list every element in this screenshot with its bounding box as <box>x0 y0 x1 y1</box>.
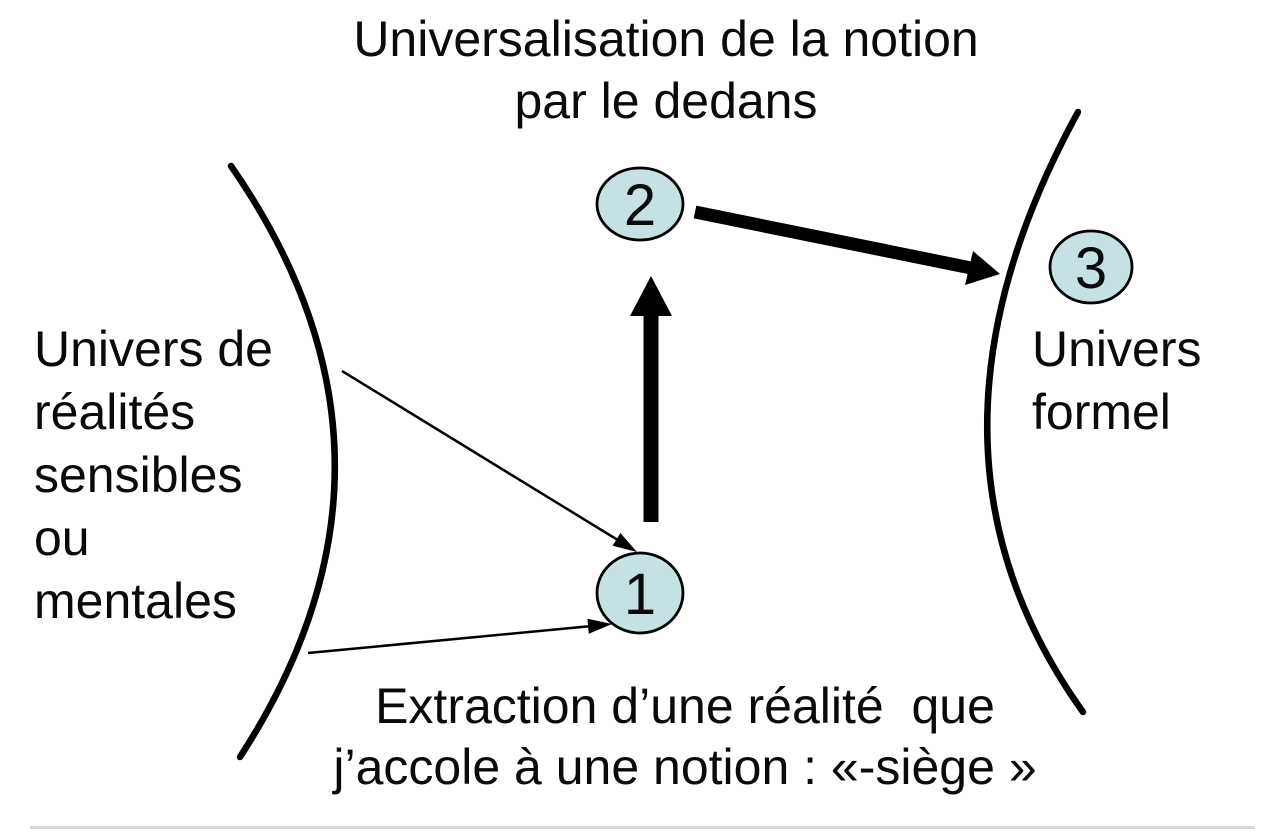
title-line-2: par le dedans <box>514 73 818 129</box>
right-universe-label: Univers formel <box>1032 318 1201 444</box>
caption-line-1: Extraction d’une réalité que <box>375 678 995 734</box>
right-label-line-2: formel <box>1032 384 1171 440</box>
node-2-label: 2 <box>624 173 656 238</box>
slide-title: Universalisation de la notion par le ded… <box>216 8 1116 132</box>
title-line-1: Universalisation de la notion <box>353 11 979 67</box>
node-1-label: 1 <box>624 562 656 627</box>
left-universe-boundary-arc <box>227 162 338 761</box>
arrow-2-to-3-head-icon <box>965 251 1000 285</box>
right-universe-boundary-arc <box>984 108 1087 716</box>
left-label-line-3: sensibles <box>34 447 243 503</box>
left-label-line-5: mentales <box>34 573 237 629</box>
left-label-line-2: réalités <box>34 384 196 440</box>
left-universe-label: Univers de réalités sensibles ou mentale… <box>34 318 273 633</box>
extraction-arrow-lower-head-icon <box>587 618 612 634</box>
node-1-circle <box>595 551 685 635</box>
right-label-line-1: Univers <box>1032 321 1202 377</box>
left-label-line-1: Univers de <box>34 321 273 377</box>
extraction-caption: Extraction d’une réalité que j’accole à … <box>135 676 1235 798</box>
node-3-label: 3 <box>1075 236 1107 301</box>
arrow-2-to-3-shaft <box>693 205 973 275</box>
caption-line-2: j’accole à une notion : «-siège » <box>333 739 1037 795</box>
extraction-arrow-lower-shaft <box>307 624 593 655</box>
scan-artifact-line <box>30 826 1255 829</box>
node-2-circle <box>595 166 685 242</box>
left-label-line-4: ou <box>34 510 90 566</box>
extraction-arrow-upper-shaft <box>341 369 622 544</box>
arrow-1-to-2-head-icon <box>630 276 672 316</box>
node-3-circle <box>1048 229 1134 305</box>
extraction-arrow-upper-head-icon <box>612 533 637 552</box>
